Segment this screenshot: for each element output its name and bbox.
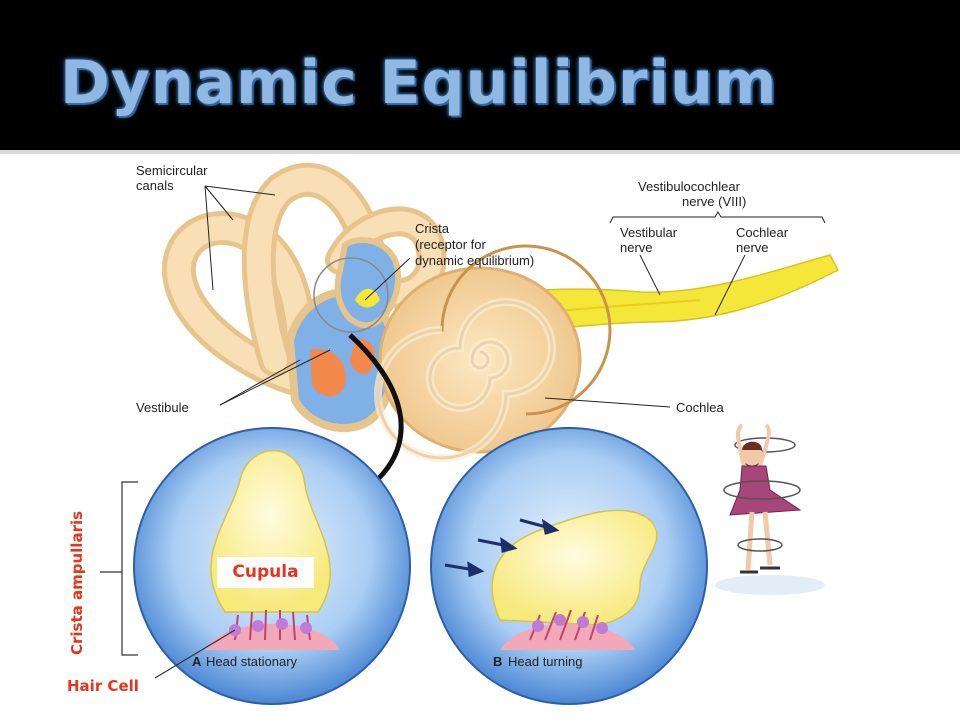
crista-ampulla xyxy=(313,237,402,333)
skater-figure xyxy=(715,423,825,595)
label-vestibulocochlear-1: Vestibulocochlear xyxy=(638,179,741,194)
annotation-hair-cell: Hair Cell xyxy=(67,677,139,695)
crista-ampullaris-bracket xyxy=(100,481,138,656)
title-bar: Dynamic Equilibrium xyxy=(0,0,960,150)
label-crista-3: dynamic equilibrium) xyxy=(415,253,534,268)
panel-head-turning xyxy=(430,427,708,705)
label-semicircular-canals-1: Semicircular xyxy=(136,163,208,178)
hair-cell-leader xyxy=(154,629,236,679)
semicircular-canals xyxy=(161,162,447,397)
label-head-turning: Head turning xyxy=(508,654,582,669)
label-crista-1: Crista xyxy=(415,221,450,236)
annotation-crista-ampullaris: Crista ampullaris xyxy=(68,511,86,655)
label-vestibulocochlear-2: nerve (VIII) xyxy=(682,194,746,209)
label-panel-a-letter: A xyxy=(192,654,202,669)
label-head-stationary: Head stationary xyxy=(206,654,298,669)
label-panel-b-letter: B xyxy=(493,654,502,669)
label-semicircular-canals-2: canals xyxy=(136,178,174,193)
label-cochlear-nerve-1: Cochlear xyxy=(736,225,789,240)
annotation-cupula: Cupula xyxy=(217,557,314,588)
label-cochlea: Cochlea xyxy=(676,400,724,415)
leader-lines xyxy=(204,185,826,408)
label-vestibular-nerve-1: Vestibular xyxy=(620,225,678,240)
inner-ear-diagram: Semicircular canals Crista (receptor for… xyxy=(67,162,840,705)
label-vestibular-nerve-2: nerve xyxy=(620,240,653,255)
slide-title: Dynamic Equilibrium xyxy=(60,48,778,118)
label-crista-2: (receptor for xyxy=(415,237,486,252)
flow-arrows xyxy=(444,518,560,578)
label-cochlear-nerve-2: nerve xyxy=(736,240,769,255)
title-divider xyxy=(0,150,960,154)
label-vestibule: Vestibule xyxy=(136,400,189,415)
cochlea xyxy=(374,244,612,462)
